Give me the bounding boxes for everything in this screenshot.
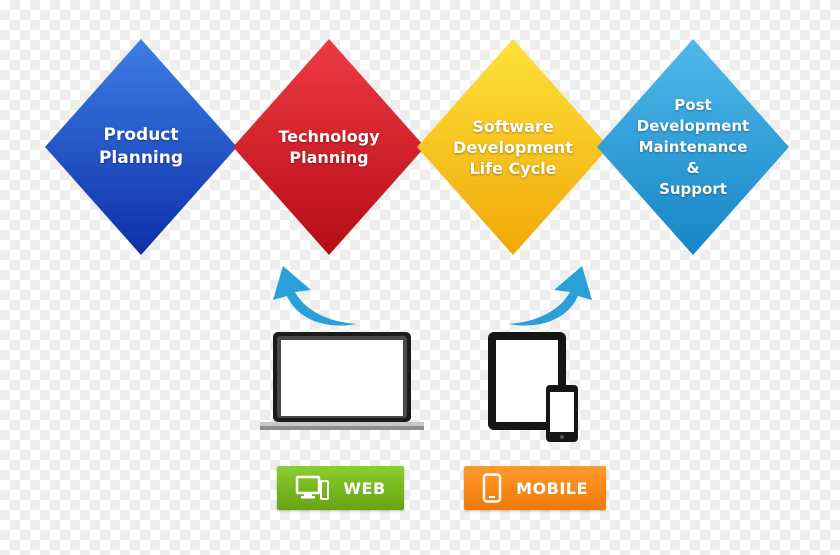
mobile-button[interactable]: MOBILE: [464, 466, 606, 510]
desktop-mobile-icon: [296, 475, 330, 500]
laptop-icon: [260, 332, 424, 430]
diamond-shape: [417, 39, 609, 255]
diamond-shape: [233, 39, 425, 255]
mobile-label: MOBILE: [516, 478, 588, 498]
curved-arrow-right-icon: [508, 266, 592, 326]
diamond-shape: [45, 39, 237, 255]
web-button[interactable]: WEB: [277, 466, 404, 510]
tablet-phone-icon: [488, 332, 578, 442]
diamond-shape: [597, 39, 789, 255]
web-label: WEB: [343, 478, 386, 498]
curved-arrow-left-icon: [273, 266, 357, 326]
smartphone-icon: [482, 473, 502, 503]
